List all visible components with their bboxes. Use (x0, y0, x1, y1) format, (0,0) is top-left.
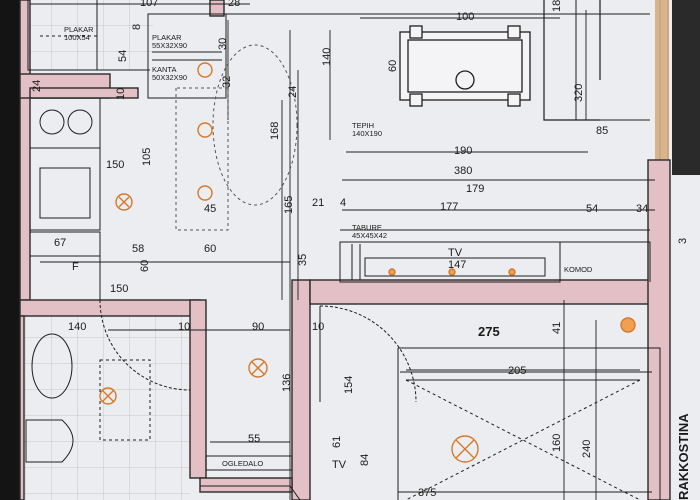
dim-label: 67 (54, 237, 66, 249)
dim-label: 177 (440, 201, 458, 213)
dim-label: 55 (248, 433, 260, 445)
dim-label: 140 (68, 321, 86, 333)
light-fixtures (99, 62, 636, 463)
kitchen-sink (39, 109, 93, 219)
dim-label: 60 (139, 260, 151, 272)
light-fixture-icon (248, 358, 268, 378)
dim-label: 160 (551, 434, 563, 452)
dimension-labels: 107 28 180 8 54 30 32 24 10 24 140 100 6… (31, 0, 689, 499)
light-fixture-icon (197, 122, 213, 138)
plan-lines (25, 0, 661, 500)
dim-label: 61 (331, 436, 343, 448)
dim-label: 165 (283, 196, 295, 214)
dim-label: 320 (573, 84, 585, 102)
komoda-label: KOMOD (564, 265, 593, 274)
tv-lower-label: TV (332, 459, 347, 471)
wall-mid-horizontal-left (19, 299, 201, 317)
right-page-edge (672, 0, 700, 175)
sofa (543, 0, 601, 121)
wall-bathroom-left (19, 315, 25, 500)
dim-label: 60 (204, 243, 216, 255)
dim-label: 4 (340, 197, 346, 209)
dim-label: 150 (106, 159, 124, 171)
dimension-lines (30, 3, 655, 500)
dining-table (399, 25, 531, 107)
dim-label: 180 (551, 0, 563, 12)
dim-label: 3 (677, 238, 689, 244)
dim-label: 60 (387, 60, 399, 72)
wall-bottom-strip (199, 477, 293, 493)
light-fixture-icon (197, 62, 213, 78)
dim-label: 154 (343, 376, 355, 394)
dim-label: 24 (287, 86, 299, 98)
dim-label: 10 (312, 321, 324, 333)
left-page-edge (0, 0, 20, 500)
dim-label: 45 (204, 203, 216, 215)
light-fixture-icon (388, 268, 396, 276)
light-fixture-icon (197, 185, 213, 201)
dim-label: 107 (140, 0, 158, 9)
dim-label: 150 (110, 283, 128, 295)
room-area-label: 275 (478, 324, 500, 339)
tv-upper-label: TV (448, 247, 463, 259)
dim-label: 90 (252, 321, 264, 333)
dim-label: 240 (581, 440, 593, 458)
light-fixture-icon (508, 268, 516, 276)
dim-label: 85 (596, 125, 608, 137)
dim-label: 58 (132, 243, 144, 255)
dim-label: 10 (115, 88, 127, 100)
dim-label: 41 (551, 322, 563, 334)
dim-label: 205 (508, 365, 526, 377)
light-fixture-icon (448, 268, 456, 276)
wall-bathroom-right (189, 299, 207, 479)
dim-label: 30 (217, 38, 229, 50)
dim-label: 8 (131, 24, 143, 30)
light-fixture-icon (620, 317, 636, 333)
bathroom-tile-floor (22, 316, 190, 500)
dim-label: 28 (228, 0, 240, 9)
dim-label: 147 (448, 259, 466, 271)
light-fixture-icon (99, 387, 117, 405)
ogledalo-label: OGLEDALO (222, 459, 263, 468)
walls (19, 0, 671, 500)
dim-label: 24 (31, 80, 43, 92)
dim-label: 54 (586, 203, 598, 215)
dim-label: 100 (456, 11, 474, 23)
dim-label: 190 (454, 145, 472, 157)
appliance-f-label: F (72, 261, 79, 273)
round-table (175, 44, 298, 231)
wall-bedroom-top (309, 279, 663, 305)
dim-label: 140 (321, 48, 333, 66)
wall-right-column (647, 159, 671, 500)
dim-label: 21 (312, 197, 324, 209)
dim-label: 34 (636, 203, 648, 215)
dim-label: 375 (418, 487, 436, 499)
light-fixture-icon (115, 193, 133, 211)
dim-label: 10 (178, 321, 190, 333)
light-fixture-icon (451, 435, 479, 463)
dim-label: 105 (141, 148, 153, 166)
wall-vertical-center (291, 279, 311, 500)
dim-label: 168 (269, 122, 281, 140)
dim-label: 32 (221, 76, 233, 88)
dim-label: 35 (297, 254, 309, 266)
dim-label: 136 (281, 374, 293, 392)
closet-tile-floor (28, 0, 153, 70)
right-wood-strip (655, 0, 669, 160)
dim-label: 380 (454, 165, 472, 177)
dim-label: 54 (117, 50, 129, 62)
rakkostina-label: RAKKOSTINA (676, 413, 691, 500)
dim-label: 84 (359, 454, 371, 466)
dim-label: 179 (466, 183, 484, 195)
